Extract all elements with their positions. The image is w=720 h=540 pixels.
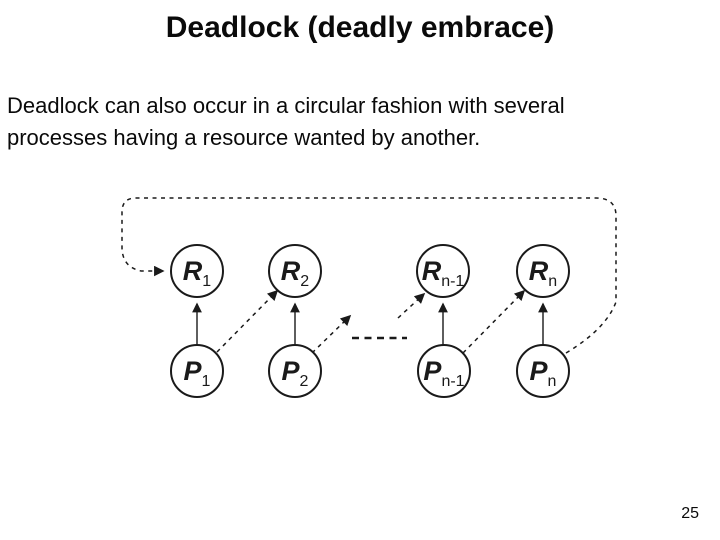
resource-node-rn: [516, 244, 570, 298]
process-node-p2-label: P2: [282, 356, 309, 390]
resource-node-r1-label: R1: [183, 256, 212, 290]
resource-node-rn1-label: Rn-1: [422, 256, 465, 290]
edge-p2-ellipsis-dashed: [311, 314, 352, 354]
resource-node-r1: [170, 244, 224, 298]
process-node-pn1: [417, 344, 471, 398]
edge-ellipsis-rn1-dashed: [397, 292, 426, 319]
body-text: Deadlock can also occur in a circular fa…: [7, 90, 667, 154]
resource-node-rn1: [416, 244, 470, 298]
resource-node-rn-label: Rn: [529, 256, 557, 290]
edge-p1-r2-dashed: [216, 289, 279, 353]
process-node-p2: [268, 344, 322, 398]
edge-pn1-rn-dashed: [462, 289, 526, 354]
process-node-p1: [170, 344, 224, 398]
process-node-pn-label: Pn: [530, 356, 557, 390]
process-node-pn1-label: Pn-1: [423, 356, 464, 390]
body-line-1: Deadlock can also occur in a circular fa…: [7, 93, 565, 118]
resource-node-r2-label: R2: [281, 256, 310, 290]
process-node-p1-label: P1: [184, 356, 211, 390]
resource-node-r2: [268, 244, 322, 298]
outer-loop-dashed-edge: [121, 197, 617, 354]
process-node-pn: [516, 344, 570, 398]
body-line-2: processes having a resource wanted by an…: [7, 125, 481, 150]
page-number: 25: [681, 505, 699, 522]
slide-title: Deadlock (deadly embrace): [165, 11, 555, 44]
